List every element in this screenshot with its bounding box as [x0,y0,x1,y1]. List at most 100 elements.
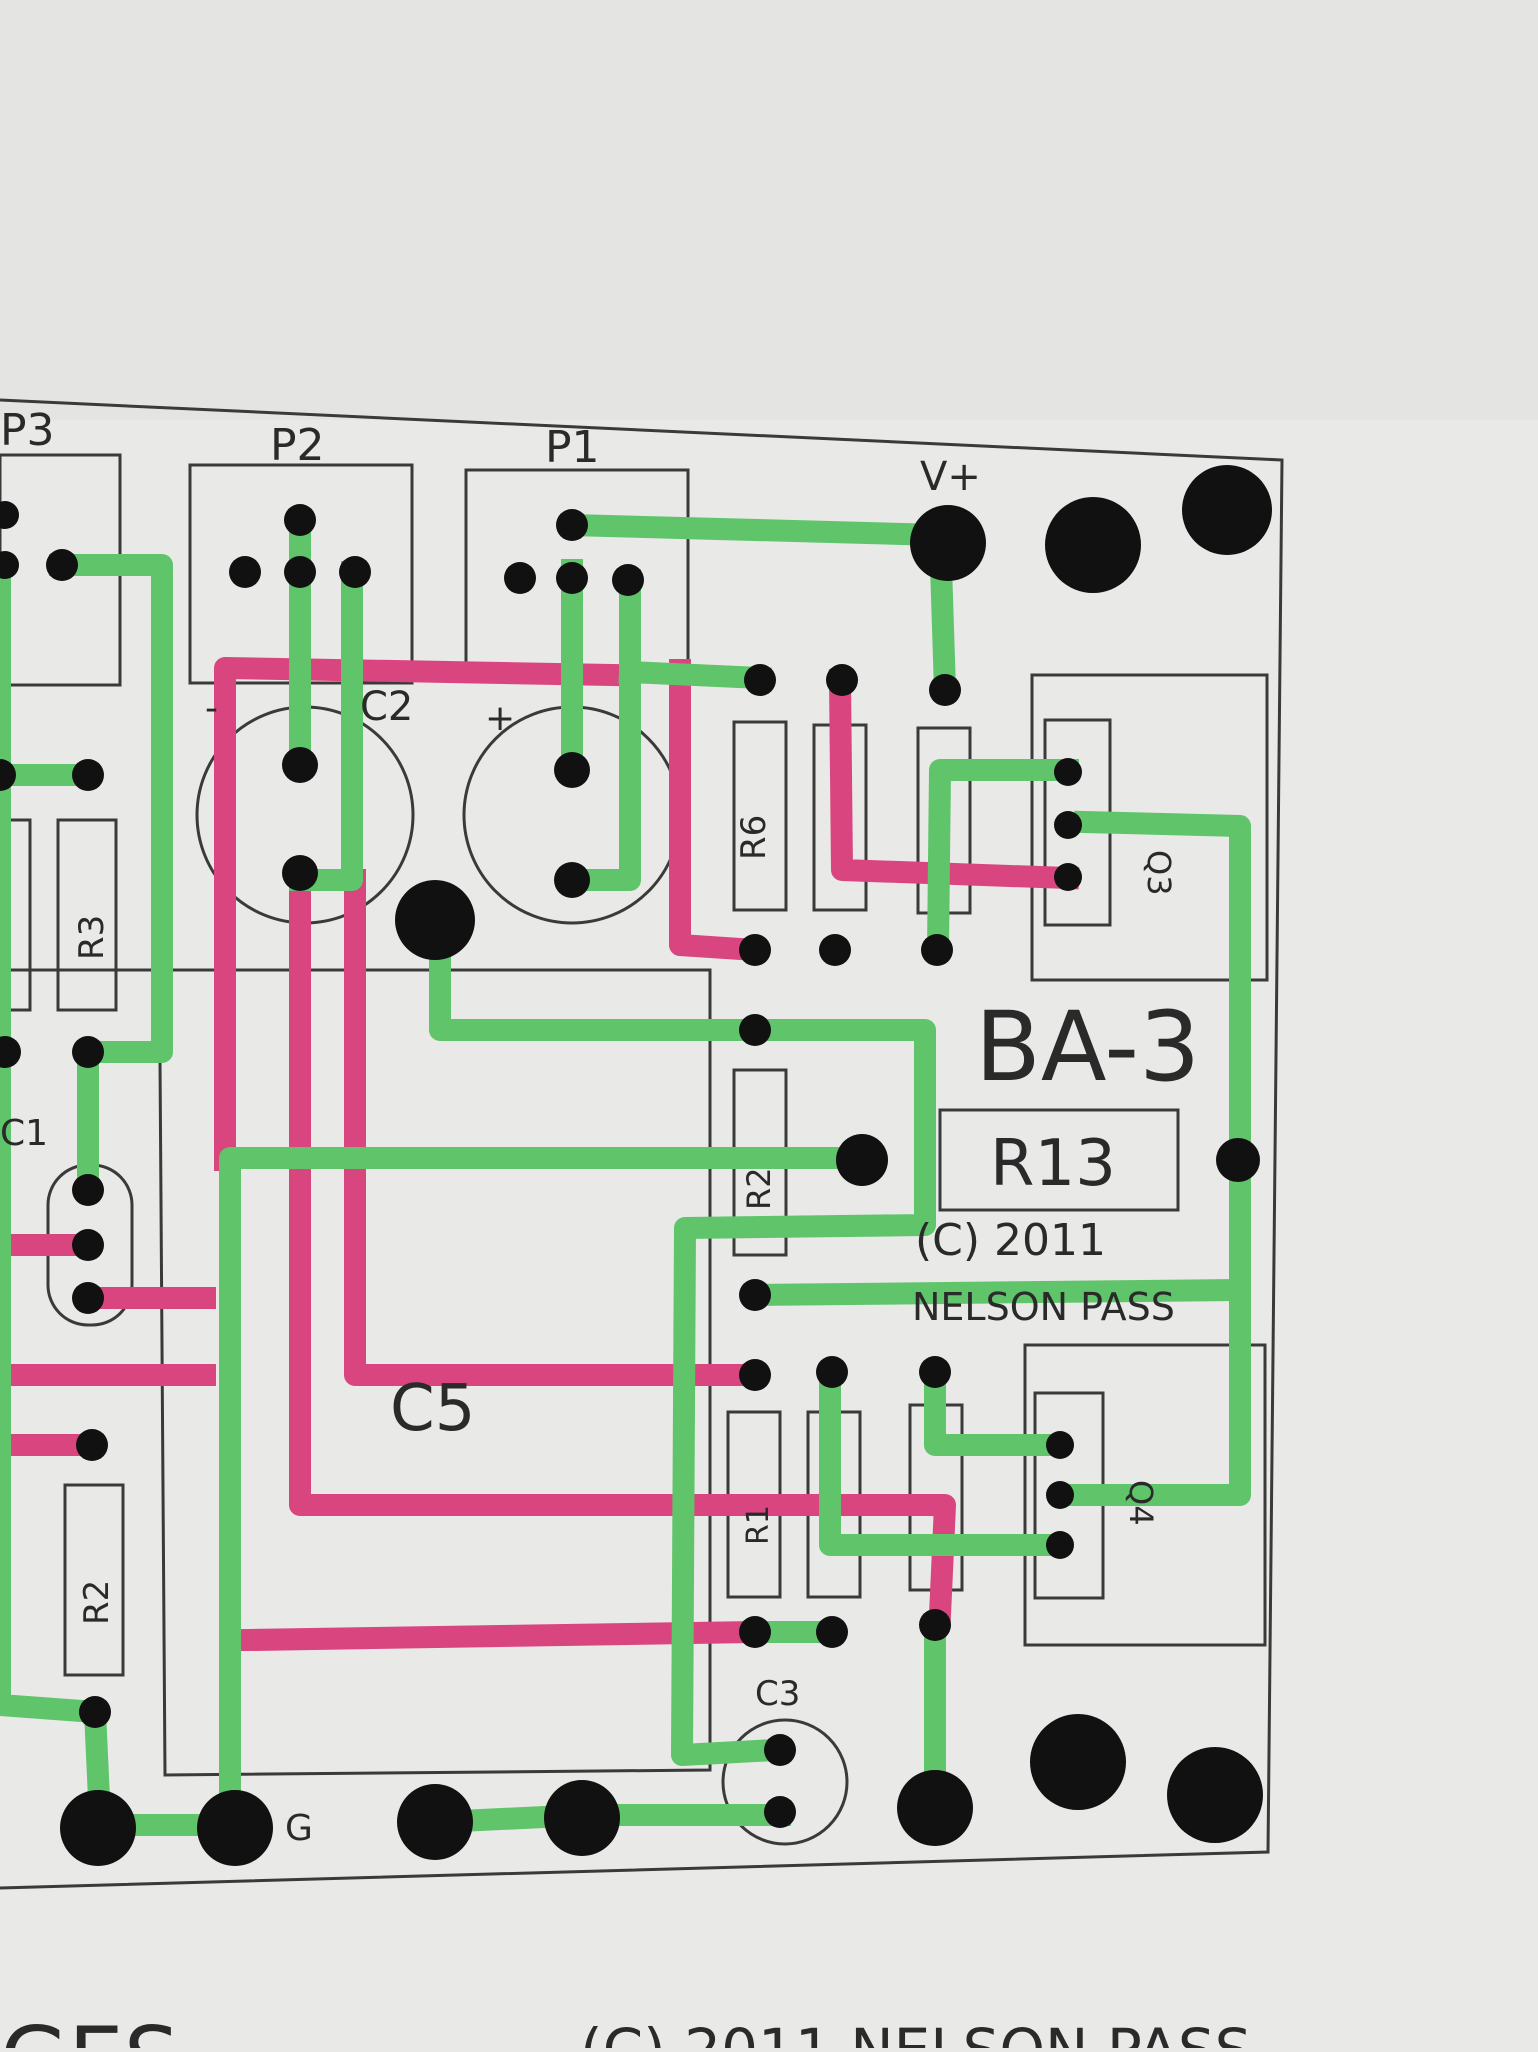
label-q4: Q4 [1122,1480,1160,1526]
output-pad [397,1784,473,1860]
pad [739,1359,771,1391]
green-trace-r13 [743,1278,1250,1307]
mounting-hole [1045,497,1141,593]
pad [1216,1138,1260,1182]
footer-right-text: (C) 2011 NELSON PASS [580,2016,1251,2048]
green-trace-c5 [429,939,936,1766]
pad [72,1282,104,1314]
copyright-line1: (C) 2011 [915,1215,1106,1266]
r2-left-outline [63,1483,125,1677]
pad [921,934,953,966]
mounting-hole [1030,1714,1126,1810]
pad [919,1356,951,1388]
pink-trace-1 [214,657,627,1171]
label-c5: C5 [390,1372,475,1446]
pad [72,1174,104,1206]
label-p3: P3 [0,405,55,456]
label-r6: R6 [734,815,774,860]
footer-left-text: GES [0,2008,180,2048]
pad [1046,1531,1074,1559]
pad [79,1696,111,1728]
pink-trace-10 [238,1620,767,1652]
pad [284,504,316,536]
pad [739,1279,771,1311]
pad [284,556,316,588]
vplus-pad [910,505,986,581]
pink-trace-3 [828,668,1080,890]
mounting-hole [1182,465,1272,555]
label-r3: R3 [72,915,112,960]
pad [554,862,590,898]
supply-pad [897,1770,973,1846]
pad [919,1609,951,1641]
pad [72,759,104,791]
pad [739,934,771,966]
pad [72,1036,104,1068]
pads [0,465,1272,1866]
green-trace-q4-b [819,1364,1066,1556]
green-trace-p3 [49,554,173,1201]
pad [0,501,19,529]
label-ground: G [285,1808,313,1849]
r3-outline [56,818,118,1012]
pad [282,747,318,783]
pad [339,556,371,588]
pad [764,1734,796,1766]
green-trace-q4-a [924,1364,1066,1456]
r3-left-outline [0,818,32,1012]
pad [282,855,318,891]
pad [816,1356,848,1388]
pink-trace-4 [289,869,956,1627]
paper-top-shade [0,0,1538,420]
ground-pad [197,1790,273,1866]
label-c2: C2 [360,684,413,730]
r13-outline [938,1108,1180,1212]
c5-outline [0,968,712,1777]
label-r2-left: R2 [77,1580,117,1625]
c3-outline [721,1718,849,1846]
board-outline [0,398,1284,1890]
label-c1: C1 [0,1113,48,1154]
green-trace-q3-a [926,759,1079,962]
mounting-hole [1167,1747,1263,1843]
pad [1054,863,1082,891]
label-r1: R1 [741,1505,776,1545]
pad [612,564,644,596]
pad [46,549,78,581]
q3-heatsink-outline [1030,673,1269,982]
pad [764,1796,796,1828]
pad [556,509,588,541]
label-r13: R13 [990,1127,1116,1201]
q4-heatsink-outline [1023,1343,1267,1647]
pad [816,1616,848,1648]
label-p1: P1 [545,422,600,473]
green-trace-p2-b [289,561,363,891]
pad [0,551,19,579]
green-trace-ground [219,1147,871,1816]
pink-trace-2 [669,659,767,962]
pad [0,759,16,791]
label-q3: Q3 [1140,850,1178,896]
copyright-line2: NELSON PASS [912,1285,1175,1329]
label-plus-c2: + [485,698,515,739]
pad [0,1036,21,1068]
pad [929,674,961,706]
r6-outline [732,720,788,912]
pink-trace-5 [344,869,759,1386]
pad [744,664,776,696]
pad [1046,1481,1074,1509]
label-c3: C3 [755,1674,800,1714]
pad [72,1229,104,1261]
label-p2: P2 [270,420,325,471]
green-trace-p1-c [618,660,772,690]
pad [229,556,261,588]
pad [836,1134,888,1186]
label-r2-mid: R2 [740,1167,778,1210]
pad [819,934,851,966]
pad [739,1014,771,1046]
pad [1054,758,1082,786]
label-vplus: V+ [920,454,981,500]
ground-pad [60,1790,136,1866]
